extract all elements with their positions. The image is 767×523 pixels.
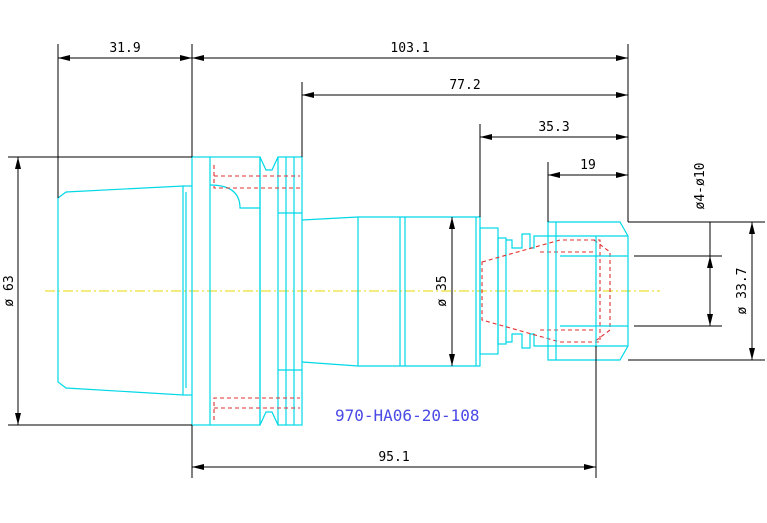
dim-nut-diameter: ø 33.7 [735, 268, 750, 315]
taper-shank [57, 185, 192, 396]
dim-clamping-range: ø4-ø10 [693, 163, 708, 210]
dimension-lines [15, 55, 755, 470]
flange [191, 156, 303, 426]
keyway-hidden-lines [213, 165, 300, 420]
dim-nut-length: 19 [580, 158, 596, 173]
holder-neck [479, 227, 548, 355]
dim-gauge-to-nut: 95.1 [378, 450, 409, 465]
dim-body-diameter: ø 35 [435, 275, 450, 306]
collet-nut [547, 221, 629, 361]
dim-body-to-end: 35.3 [538, 120, 569, 135]
collet-hidden-lines [481, 239, 611, 343]
dim-overall-length: 103.1 [390, 41, 429, 56]
dim-taper-length: 31.9 [109, 41, 140, 56]
dim-flange-to-end: 77.2 [449, 78, 480, 93]
dim-flange-diameter: ø 63 [2, 275, 17, 306]
part-number-label: 970-HA06-20-108 [335, 406, 480, 425]
